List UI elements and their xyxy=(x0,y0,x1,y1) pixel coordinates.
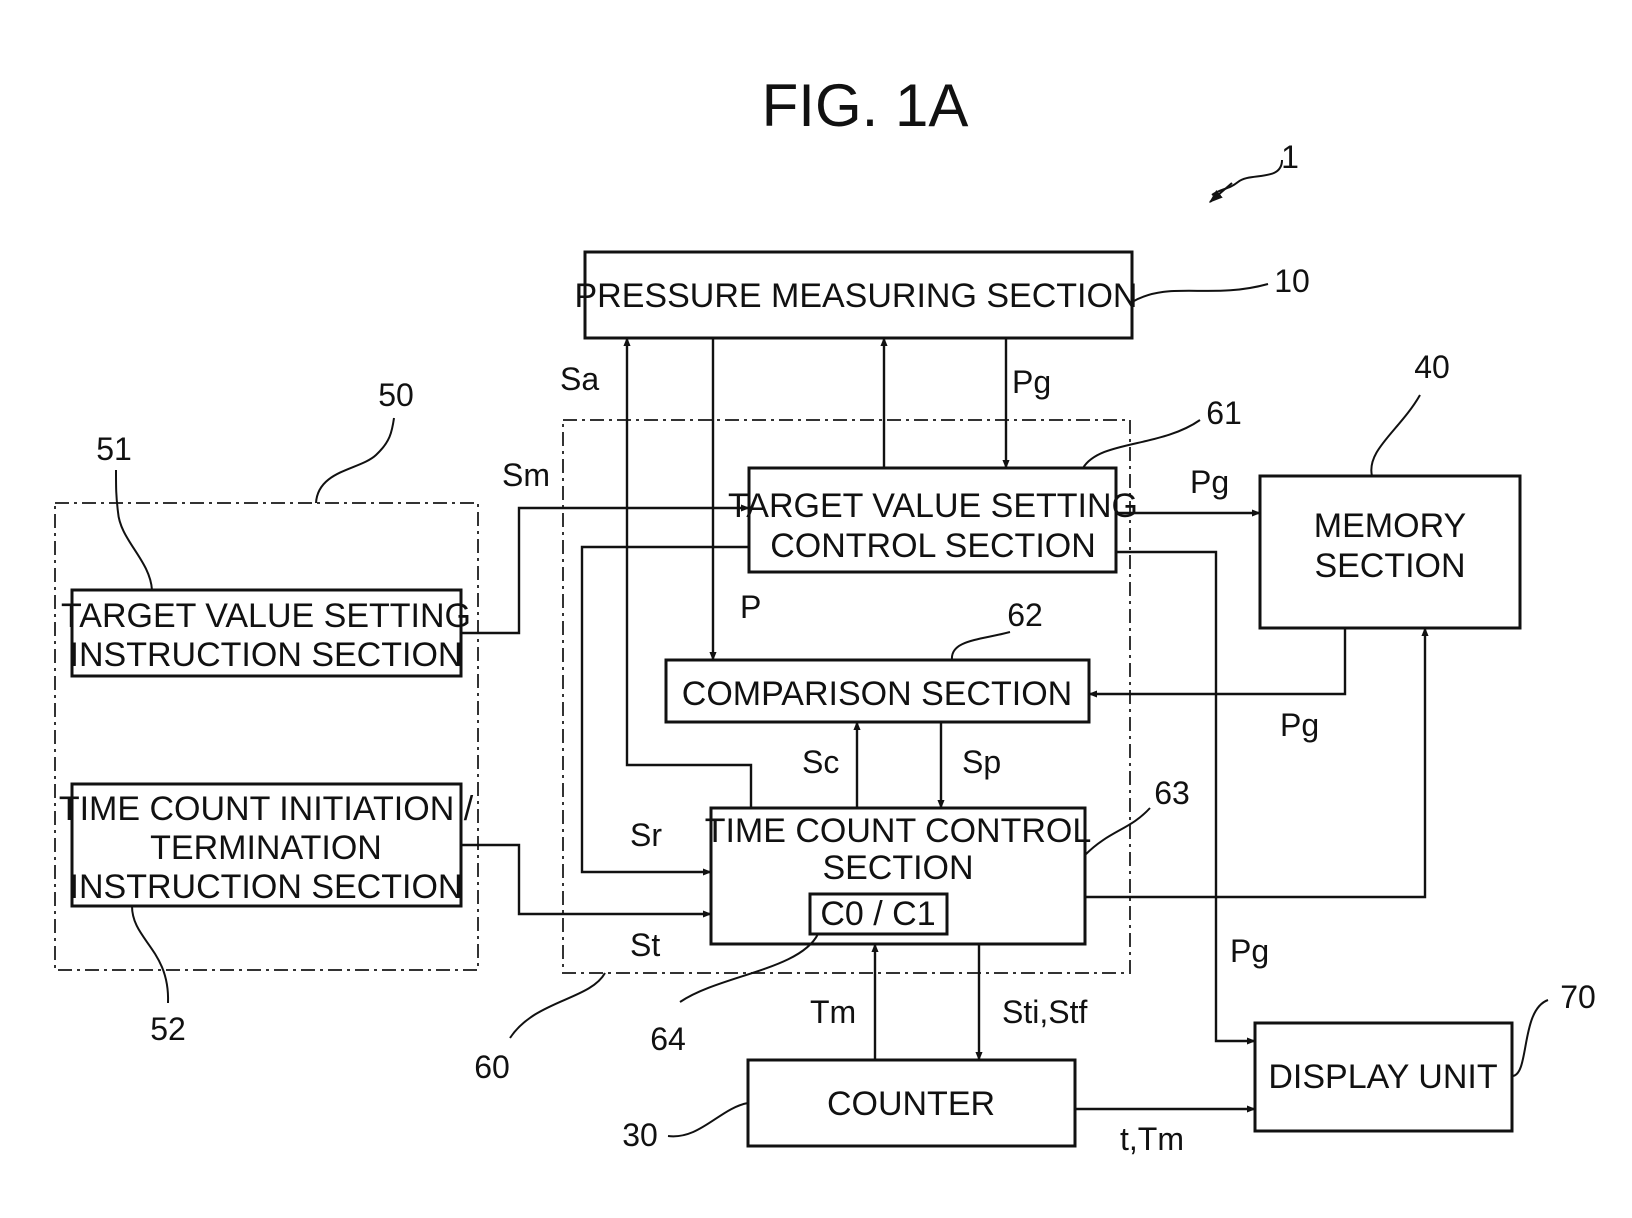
arrow-device xyxy=(1210,183,1232,202)
time-instruction-label-line3: INSTRUCTION SECTION xyxy=(70,868,463,906)
target-instruction-label-line2: INSTRUCTION SECTION xyxy=(70,636,463,674)
ref-target-control: 61 xyxy=(1206,395,1242,431)
target-control-label-line2: CONTROL SECTION xyxy=(770,527,1096,565)
leader-time-control xyxy=(1085,808,1150,855)
leader-memory xyxy=(1371,395,1420,476)
pressure-measuring-section: PRESSURE MEASURING SECTION xyxy=(575,252,1138,338)
leader-comparison xyxy=(952,632,1010,660)
signal-p: P xyxy=(740,589,761,625)
time-instruction-label-line1: TIME COUNT INITIATION / xyxy=(59,790,474,828)
memory-label-line2: SECTION xyxy=(1314,547,1465,585)
signal-sm: Sm xyxy=(502,457,550,493)
leader-display xyxy=(1512,1000,1548,1076)
ref-counter: 30 xyxy=(622,1117,658,1153)
target-instruction-label-line1: TARGET VALUE SETTING xyxy=(61,597,471,635)
time-instruction-label-line2: TERMINATION xyxy=(150,829,382,867)
ref-time-instruction: 52 xyxy=(150,1011,186,1047)
wire-sm xyxy=(461,508,749,633)
signal-pg-to-memory: Pg xyxy=(1190,464,1229,500)
signal-sa: Sa xyxy=(560,361,599,397)
signal-pg-to-display: Pg xyxy=(1230,933,1269,969)
ref-pressure: 10 xyxy=(1274,263,1310,299)
display-unit: DISPLAY UNIT xyxy=(1255,1023,1512,1131)
flag-label: C0 / C1 xyxy=(820,895,935,933)
counter-block: COUNTER xyxy=(748,1060,1075,1146)
display-label: DISPLAY UNIT xyxy=(1268,1058,1497,1096)
target-value-setting-control-section: TARGET VALUE SETTING CONTROL SECTION xyxy=(728,468,1138,572)
comparison-label-line1: COMPARISON SECTION xyxy=(682,675,1072,713)
signal-pg-top: Pg xyxy=(1012,364,1051,400)
leader-control-group xyxy=(510,973,605,1038)
signal-t-tm: t,Tm xyxy=(1120,1121,1184,1157)
counter-label: COUNTER xyxy=(827,1085,995,1123)
leader-pressure xyxy=(1132,284,1268,302)
leader-device xyxy=(1212,160,1282,195)
signal-st: St xyxy=(630,927,660,963)
wire-time-to-memory xyxy=(1085,628,1425,897)
ref-time-control: 63 xyxy=(1154,775,1190,811)
wire-sa xyxy=(627,338,751,808)
ref-target-instruction: 51 xyxy=(96,431,132,467)
ref-flag: 64 xyxy=(650,1021,686,1057)
ref-instruction-group: 50 xyxy=(378,377,414,413)
flag-c0-c1: C0 / C1 xyxy=(810,894,947,934)
target-control-label-line1: TARGET VALUE SETTING xyxy=(728,487,1138,525)
signal-sr: Sr xyxy=(630,817,662,853)
time-count-instruction-section: TIME COUNT INITIATION / TERMINATION INST… xyxy=(59,784,474,906)
ref-comparison: 62 xyxy=(1007,597,1043,633)
memory-label-line1: MEMORY xyxy=(1314,507,1466,545)
signal-sc: Sc xyxy=(802,744,839,780)
target-value-setting-instruction-section: TARGET VALUE SETTING INSTRUCTION SECTION xyxy=(61,590,471,676)
time-control-label-line2: SECTION xyxy=(822,849,973,887)
signal-pg-to-comparison: Pg xyxy=(1280,707,1319,743)
time-control-label-line1: TIME COUNT CONTROL xyxy=(705,812,1092,850)
ref-display: 70 xyxy=(1560,979,1596,1015)
ref-device: 1 xyxy=(1281,139,1299,175)
ref-control-group: 60 xyxy=(474,1049,510,1085)
leader-target-control xyxy=(1083,420,1200,468)
comparison-section: COMPARISON SECTION xyxy=(666,660,1089,722)
ref-memory: 40 xyxy=(1414,349,1450,385)
memory-section: MEMORY SECTION xyxy=(1260,476,1520,628)
leader-time-instruction xyxy=(132,906,168,1003)
signal-sp: Sp xyxy=(962,744,1001,780)
leader-target-instruction xyxy=(116,470,152,590)
pressure-label-line1: PRESSURE MEASURING SECTION xyxy=(575,277,1138,315)
signal-sti-stf: Sti,Stf xyxy=(1002,994,1087,1030)
leader-counter xyxy=(668,1103,748,1136)
signal-tm: Tm xyxy=(810,994,856,1030)
wire-st xyxy=(461,845,711,914)
figure-title: FIG. 1A xyxy=(762,72,969,139)
leader-instruction-group xyxy=(316,418,394,503)
